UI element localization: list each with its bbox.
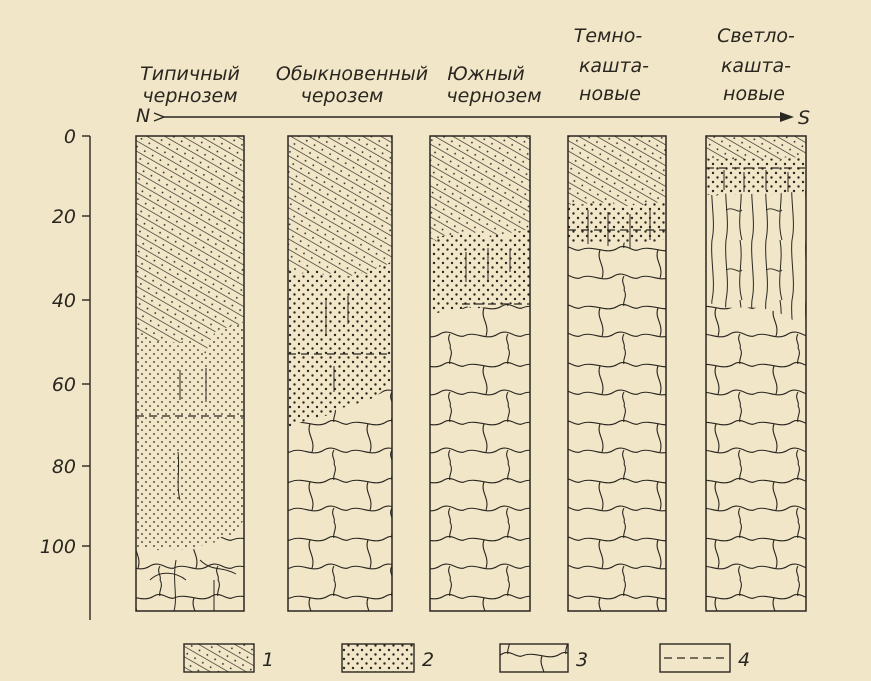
column-2-title-line-2: черозем: [301, 85, 384, 107]
column-5-title-line-2: каштa-: [721, 55, 791, 77]
depth-axis: 0 20 40 60 80 100: [40, 126, 90, 620]
depth-tick-40: 40: [52, 290, 76, 312]
column-4-title-line-2: каштa-: [579, 55, 649, 77]
column-5-title-line-3: новые: [723, 83, 785, 105]
direction-arrow: N S: [136, 105, 810, 129]
legend-swatch-1: [184, 644, 254, 672]
column-1-title-line-2: чернозем: [142, 85, 237, 107]
column-5-title-line-1: Светло-: [717, 25, 795, 47]
soil-column-3: [430, 136, 530, 611]
column-4-title-line-1: Темно-: [574, 25, 643, 47]
depth-tick-20: 20: [52, 206, 76, 228]
legend-swatch-2: [342, 644, 414, 672]
legend-label-2: 2: [422, 649, 434, 671]
legend: 1 2 3 4: [184, 644, 750, 672]
direction-end-label: S: [798, 107, 810, 129]
depth-tick-100: 100: [40, 536, 76, 558]
column-2-title-line-1: Обыкновенный: [276, 63, 428, 85]
column-1-title-line-1: Типичный: [140, 63, 240, 85]
column-3-title-line-1: Южный: [447, 63, 524, 85]
column-4-title-line-3: новые: [579, 83, 641, 105]
column-titles: Типичный чернозем Обыкновенный черозем Ю…: [140, 25, 795, 107]
legend-label-4: 4: [738, 649, 750, 671]
depth-tick-60: 60: [52, 374, 76, 396]
depth-tick-0: 0: [64, 126, 76, 148]
soil-column-5: [706, 136, 806, 611]
soil-column-4: [568, 136, 666, 611]
column-3-title-line-2: чернозем: [446, 85, 541, 107]
legend-label-1: 1: [262, 649, 274, 671]
direction-start-label: N: [136, 105, 150, 127]
legend-label-3: 3: [576, 649, 588, 671]
soil-column-1: [136, 136, 244, 611]
legend-swatch-3: [500, 644, 568, 672]
depth-tick-80: 80: [52, 456, 76, 478]
soil-column-2: [288, 136, 392, 611]
